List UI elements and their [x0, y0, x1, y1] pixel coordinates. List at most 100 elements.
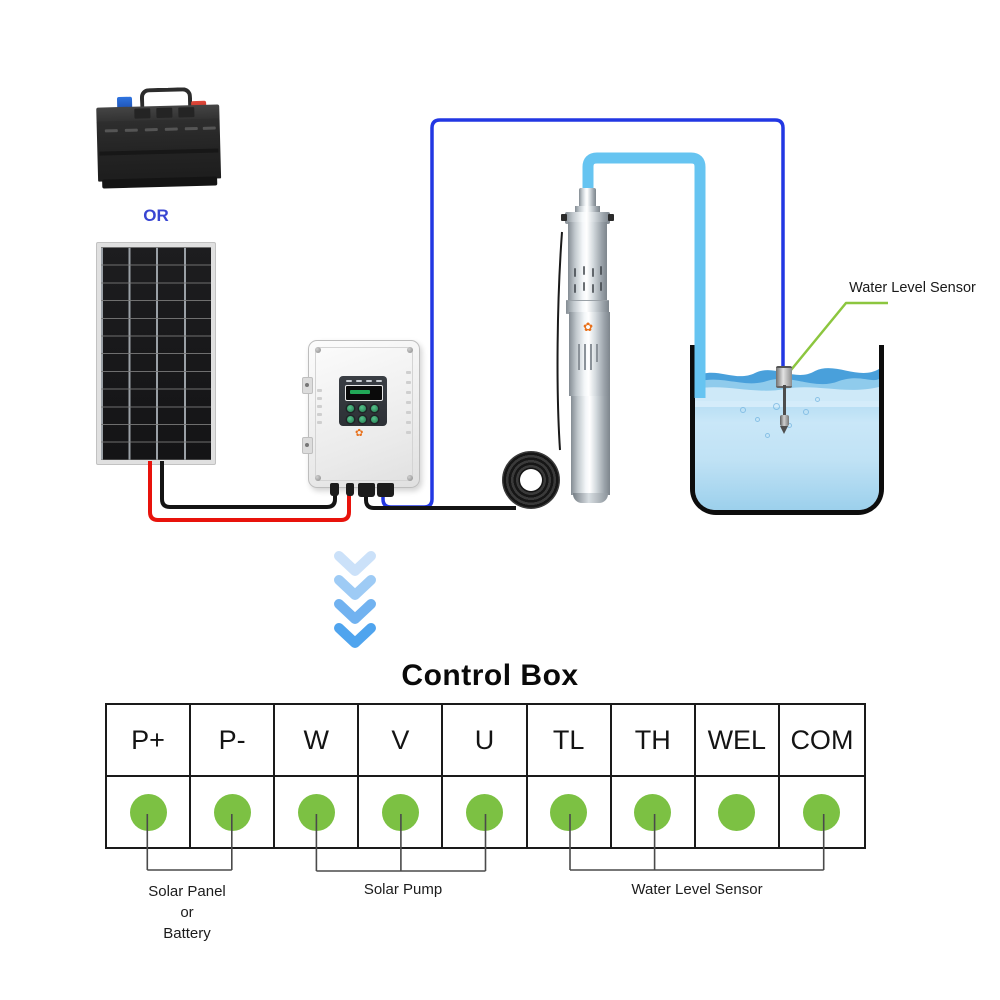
- screw-icon: [407, 347, 413, 353]
- battery-vent: [184, 126, 198, 131]
- terminal-dot-cell: [359, 777, 444, 847]
- pump-bolt: [561, 214, 567, 221]
- cable-gland: [330, 483, 339, 496]
- indicator-led: [356, 380, 362, 382]
- pump-vent: [574, 268, 576, 277]
- vent-slot: [317, 413, 322, 416]
- battery-image: [94, 82, 225, 191]
- terminal-dot: [803, 793, 841, 831]
- indicator-led: [346, 380, 352, 382]
- terminal-dot-cell: [780, 777, 864, 847]
- pump-vent: [600, 266, 602, 275]
- pump-label-text: [590, 344, 592, 370]
- brand-logo-icon: ✿: [355, 428, 364, 439]
- terminal-dot-cell: [275, 777, 360, 847]
- control-button: [359, 405, 366, 412]
- terminal-cell: TL: [527, 705, 612, 777]
- battery-base: [102, 176, 218, 189]
- group-label-line: or: [180, 904, 194, 921]
- group-label-solar-panel: Solar Panel or Battery: [117, 881, 257, 944]
- screw-icon: [407, 475, 413, 481]
- pump-bolt: [608, 214, 614, 221]
- terminal-cell: COM: [779, 705, 864, 777]
- terminal-dot-cell: [107, 777, 192, 847]
- cable-gland: [377, 483, 394, 497]
- battery-cap: [178, 107, 195, 118]
- terminal-dot-cell: [696, 777, 780, 847]
- battery-cap: [134, 108, 151, 119]
- vent-slot: [317, 405, 322, 408]
- vent-slot: [317, 389, 322, 392]
- battery-cap: [156, 107, 173, 119]
- terminal-dot: [718, 793, 756, 831]
- group-label-line: Battery: [163, 925, 211, 942]
- sensor-rod: [783, 385, 786, 417]
- pump-upper-body: [568, 222, 607, 302]
- sensor-weight: [779, 415, 789, 426]
- solar-panel-image: [96, 242, 216, 465]
- pump-vent: [574, 284, 576, 293]
- pump-vent: [583, 282, 585, 291]
- pump-cable-coil: [502, 451, 560, 509]
- chevron-down-icon: [334, 575, 376, 600]
- terminal-dot: [550, 793, 588, 831]
- sensor-annotation-label: Water Level Sensor: [849, 280, 976, 296]
- control-button: [371, 416, 378, 423]
- brand-logo-icon: ✿: [583, 320, 594, 334]
- battery-vent: [202, 126, 216, 130]
- control-panel: [339, 376, 387, 426]
- control-box-device: ✿: [302, 340, 420, 497]
- screw-icon: [315, 347, 321, 353]
- terminal-dot: [297, 793, 335, 831]
- terminal-cell: W: [275, 705, 360, 777]
- bubble: [765, 433, 770, 438]
- vent-slot: [406, 381, 411, 384]
- or-label: OR: [143, 206, 169, 225]
- down-chevrons-icon: [334, 551, 376, 648]
- pump-label-text: [578, 344, 580, 370]
- indicator-led: [376, 380, 382, 382]
- screw-icon: [315, 475, 321, 481]
- terminal-dot: [129, 793, 167, 831]
- pump-vent: [592, 284, 594, 293]
- mounting-tab: [302, 377, 313, 394]
- group-label-line: Solar Panel: [148, 883, 226, 900]
- bubble: [740, 407, 746, 413]
- control-button: [359, 416, 366, 423]
- vent-slot: [406, 371, 411, 374]
- cable-gland: [346, 483, 354, 496]
- chevron-down-icon: [334, 599, 376, 624]
- pump-vent: [583, 266, 585, 275]
- vent-slot: [406, 431, 411, 434]
- pump-label-text: [596, 344, 598, 362]
- control-button: [371, 405, 378, 412]
- control-panel-display: [345, 385, 383, 401]
- pump-outlet: [579, 188, 596, 208]
- terminal-dot: [634, 793, 672, 831]
- terminal-dot: [465, 793, 503, 831]
- chevron-down-icon: [334, 551, 376, 576]
- vent-slot: [317, 421, 322, 424]
- group-label-water-level-sensor: Water Level Sensor: [631, 881, 763, 898]
- terminal-dot-cell: [612, 777, 696, 847]
- chevron-down-icon: [334, 623, 376, 648]
- sensor-tip: [779, 426, 788, 434]
- vent-slot: [406, 391, 411, 394]
- control-button: [347, 416, 354, 423]
- battery-vent: [124, 128, 138, 132]
- vent-slot: [406, 401, 411, 404]
- terminal-dot-cell: [528, 777, 612, 847]
- terminal-dot: [381, 793, 419, 831]
- battery-vent: [144, 128, 158, 132]
- vent-slot: [406, 421, 411, 424]
- pump-lower-body: [571, 396, 610, 495]
- battery-vent: [164, 127, 178, 131]
- terminal-cell: U: [443, 705, 528, 777]
- terminal-dot-cell: [443, 777, 528, 847]
- terminal-dot-cell: [191, 777, 276, 847]
- submersible-pump-device: ✿: [560, 186, 616, 506]
- control-button: [347, 405, 354, 412]
- pump-vent: [600, 282, 602, 291]
- control-box-title: Control Box: [401, 659, 579, 692]
